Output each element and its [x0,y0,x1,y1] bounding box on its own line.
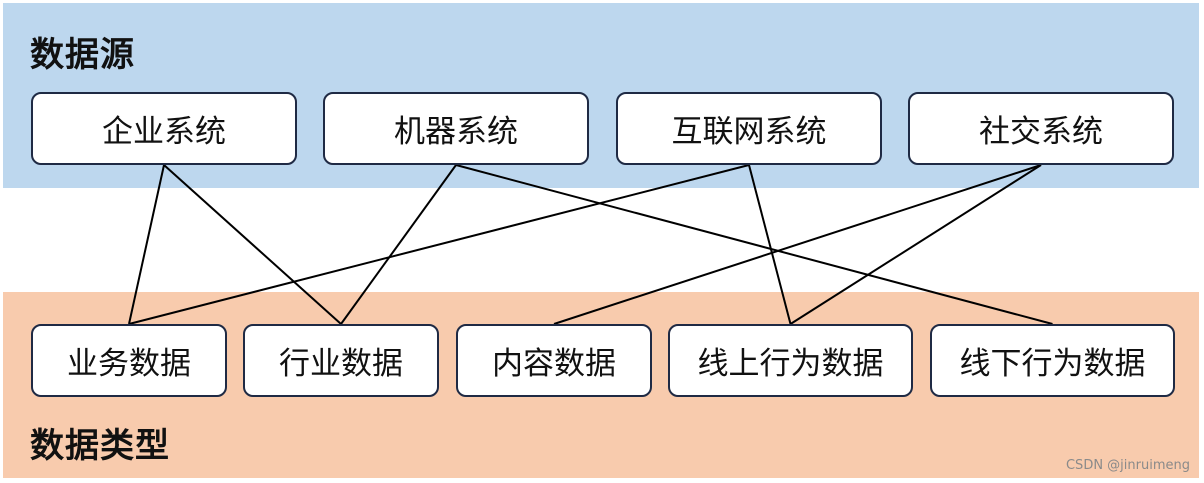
source-node-social: 社交系统 [908,92,1174,165]
type-node-industry: 行业数据 [243,324,439,397]
link-s3-t4 [748,164,792,325]
link-s4-t4 [789,164,1042,325]
type-node-online-behavior: 线上行为数据 [668,324,913,397]
link-s2-t5 [455,164,1053,325]
type-node-business: 业务数据 [31,324,227,397]
type-node-offline-behavior: 线下行为数据 [930,324,1175,397]
link-s3-t1 [128,164,750,325]
link-s2-t2 [340,164,457,325]
data-source-title: 数据源 [30,35,135,75]
source-node-enterprise: 企业系统 [31,92,297,165]
link-s4-t3 [553,164,1042,325]
source-node-internet: 互联网系统 [616,92,882,165]
watermark: CSDN @jinruimeng [1065,458,1190,473]
data-type-title: 数据类型 [30,426,170,466]
type-node-content: 内容数据 [456,324,652,397]
source-node-machine: 机器系统 [323,92,589,165]
link-s1-t2 [163,164,342,325]
link-s1-t1 [128,164,165,325]
